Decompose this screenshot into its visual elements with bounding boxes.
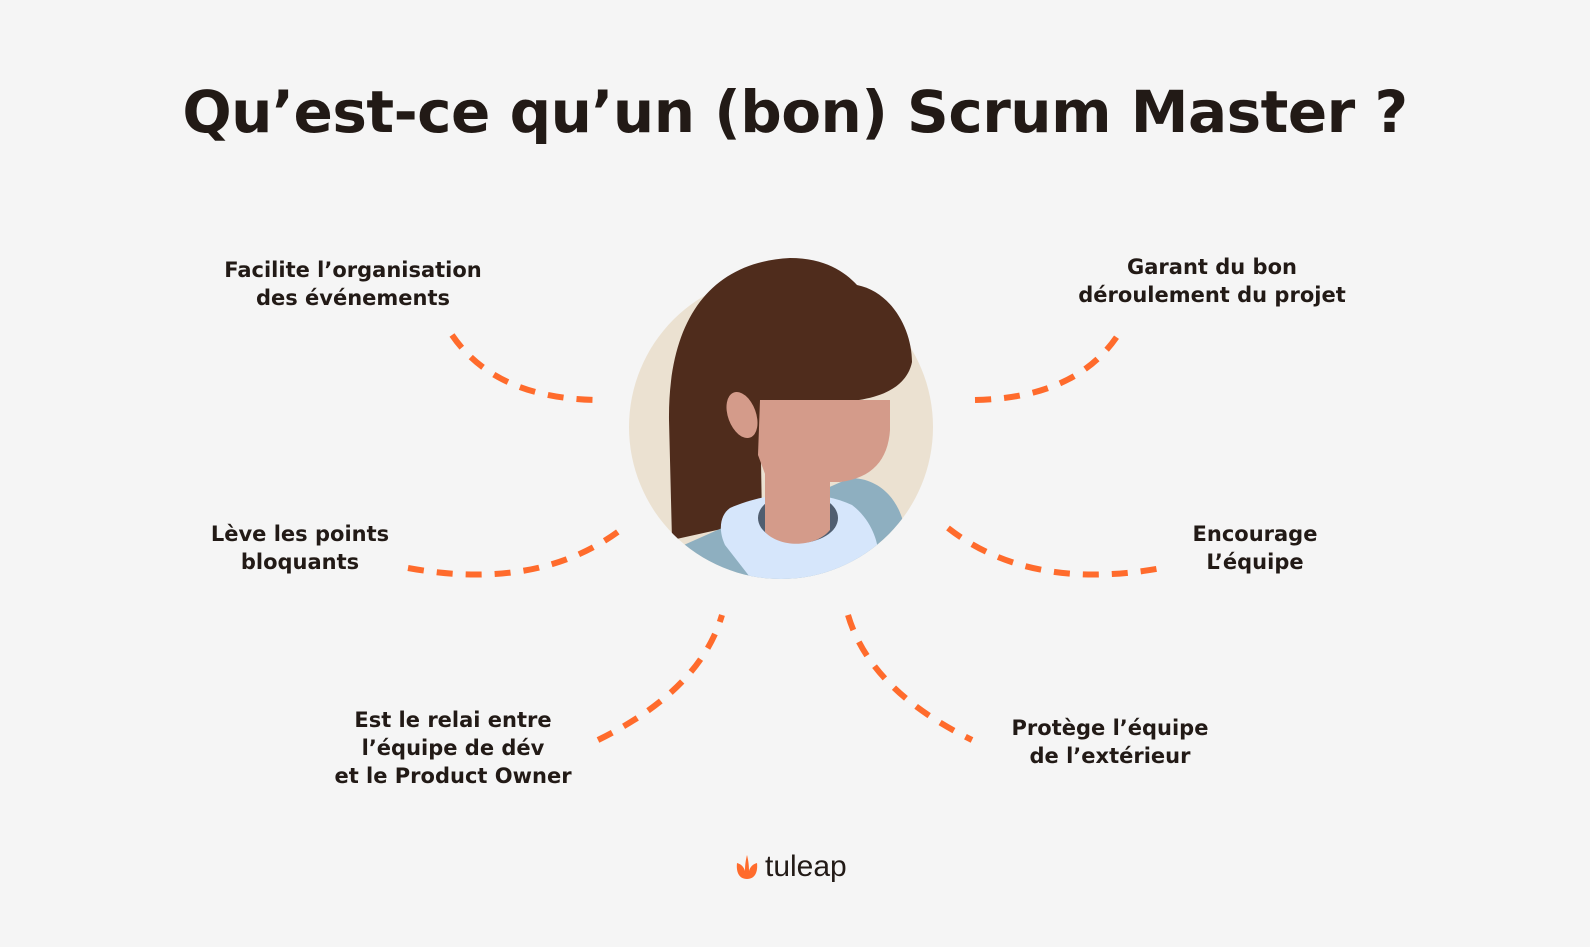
connector-top-left [449,333,597,403]
label-line: Encourage [1192,522,1318,546]
label-line: L’équipe [1206,550,1304,574]
role-label-leve: Lève les points bloquants [211,520,389,576]
connector-top-right [974,333,1121,403]
role-label-relai: Est le relai entre l’équipe de dév et le… [334,706,571,790]
logo-text: tuleap [765,850,847,883]
tuleap-logo: tuleap [735,850,847,884]
face [758,400,890,482]
neck [765,470,830,544]
label-line: Facilite l’organisation [224,258,482,282]
label-line: bloquants [240,550,360,574]
connector-bottom-right [845,614,974,743]
label-line: Est le relai entre [354,708,552,732]
scrum-master-avatar [629,258,933,579]
hair [668,258,912,540]
role-label-garant: Garant du bon déroulement du projet [1078,253,1345,309]
label-line: de l’extérieur [1029,744,1191,768]
role-label-protege: Protège l’équipe de l’extérieur [1012,714,1209,770]
label-line: l’équipe de dév [361,736,545,760]
role-label-encourage: Encourage L’équipe [1193,520,1318,576]
connector-mid-left [407,525,625,578]
page-title: Qu’est-ce qu’un (bon) Scrum Master ? [182,78,1408,146]
label-line: déroulement du projet [1078,283,1346,307]
label-line: et le Product Owner [334,764,572,788]
connector-mid-right [946,525,1163,578]
tulip-icon [736,855,758,879]
label-line: Garant du bon [1127,255,1297,279]
label-line: Lève les points [210,522,390,546]
label-line: des événements [255,286,451,310]
label-line: Protège l’équipe [1011,716,1209,740]
ear [726,391,758,439]
role-label-facilite: Facilite l’organisation des événements [224,256,482,312]
connector-bottom-left [596,614,725,743]
